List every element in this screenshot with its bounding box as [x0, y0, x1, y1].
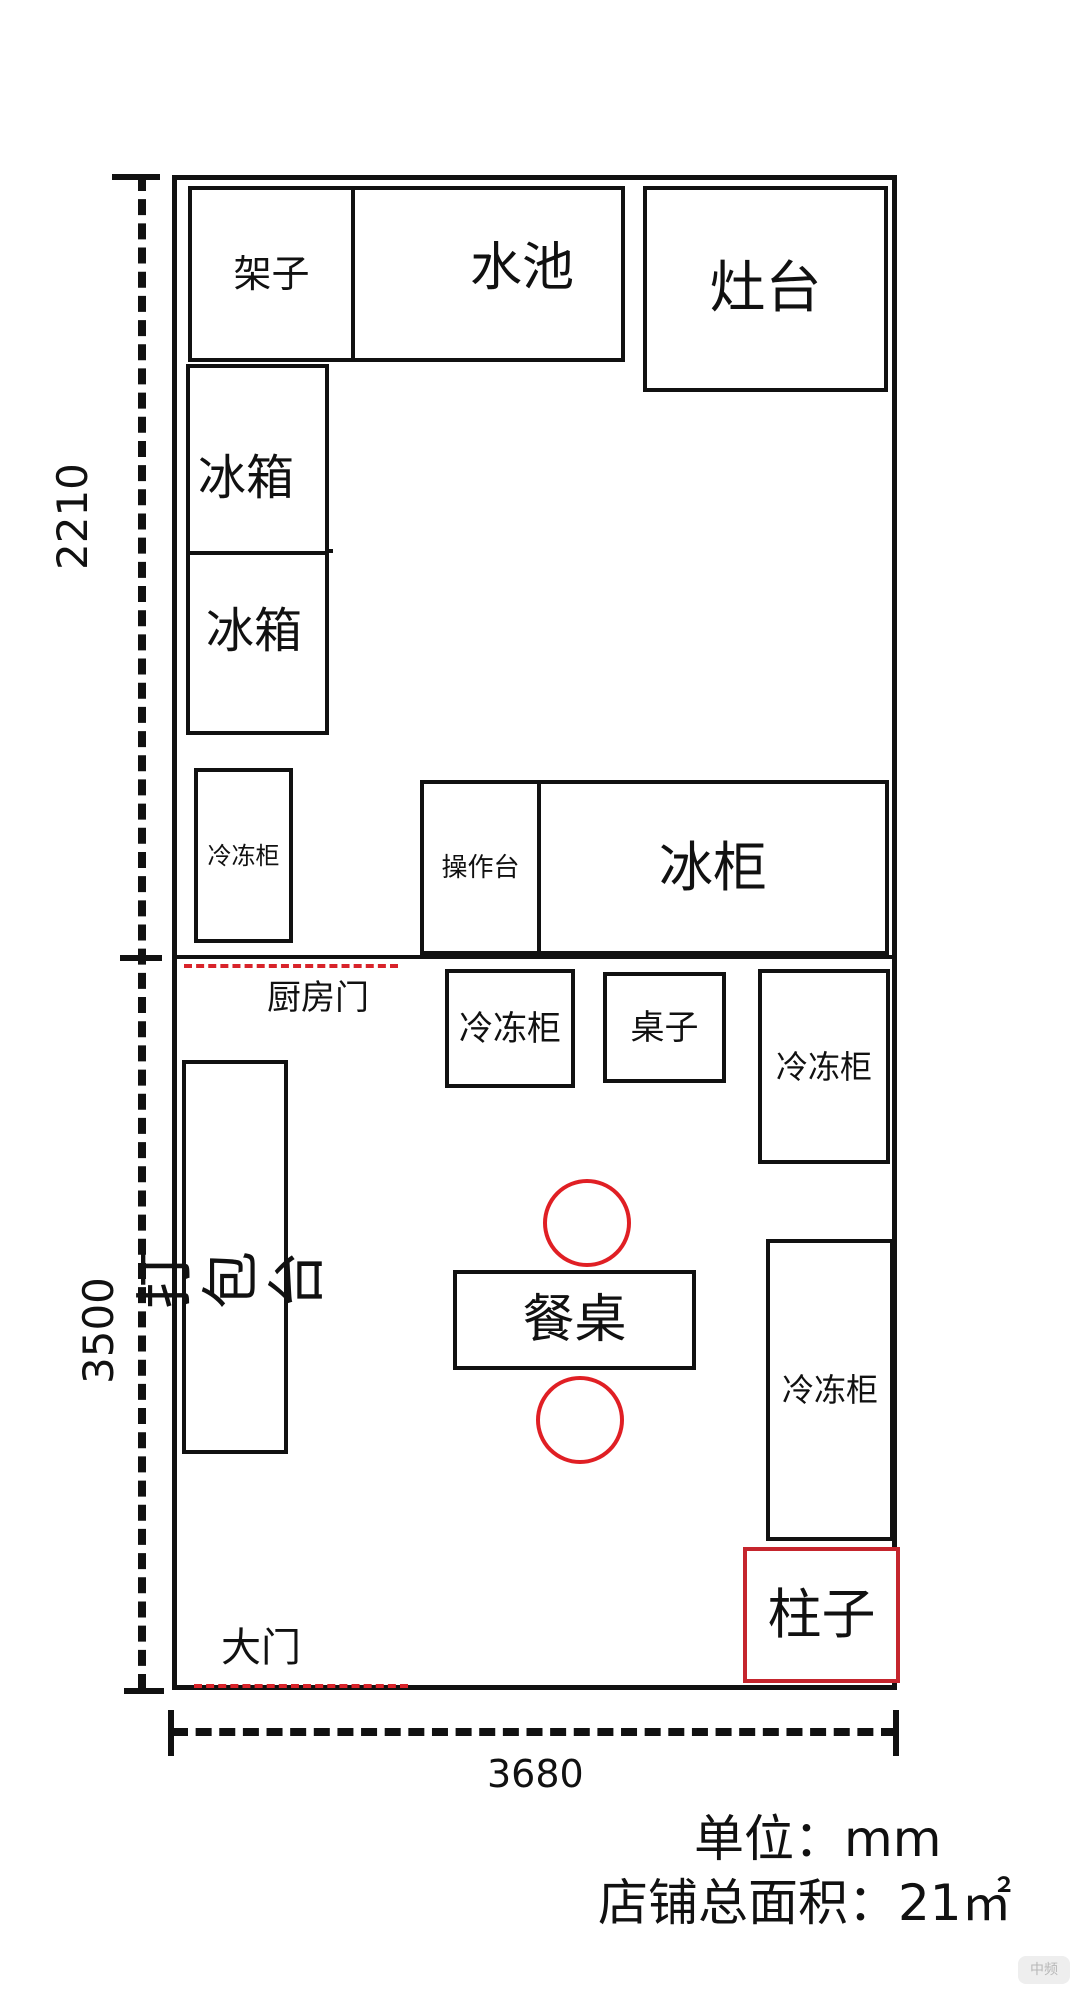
sink-box: 水池: [351, 186, 625, 362]
dining-table-label: 餐桌: [522, 1290, 627, 1350]
room-divider: [172, 955, 897, 959]
watermark-badge: 中频: [1018, 1956, 1070, 1984]
left-dimension-tick-middle: [120, 955, 162, 961]
freezer-box-right-top: 冷冻柜: [758, 969, 890, 1164]
shelf-box: 架子: [188, 186, 355, 362]
area-note: 店铺总面积：21㎡: [598, 1874, 1012, 1932]
workbench-box: 操作台: [420, 780, 541, 955]
bottom-dimension-line: [172, 1728, 897, 1736]
dimension-top-left-label: 2210: [48, 463, 97, 570]
kitchen-door-line: [184, 964, 398, 968]
small-table-box: 桌子: [603, 972, 726, 1083]
dining-stool-bottom: [536, 1376, 624, 1464]
workbench-label: 操作台: [441, 852, 520, 883]
ice-cabinet-label: 冰柜: [659, 835, 767, 899]
fridge-box-top: 冰箱: [186, 364, 329, 553]
kitchen-door-label: 厨房门: [267, 978, 369, 1018]
main-door-label: 大门: [221, 1625, 301, 1671]
fridge-box-bottom: 冰箱: [186, 551, 329, 735]
left-dimension-tick-top: [112, 174, 160, 180]
dimension-bottom-left-label: 3500: [74, 1277, 123, 1384]
packing-station-label: 打包台: [134, 1251, 332, 1319]
freezer-box-left: 冷冻柜: [194, 768, 293, 943]
freezer-label-right-bottom: 冷冻柜: [781, 1371, 878, 1409]
fridge-label-top: 冰箱: [198, 450, 295, 506]
ice-cabinet-box: 冰柜: [537, 780, 889, 955]
freezer-label-left: 冷冻柜: [207, 841, 280, 870]
bottom-dimension-tick-left: [168, 1710, 174, 1756]
sink-label: 水池: [470, 238, 575, 298]
freezer-box-middle: 冷冻柜: [445, 969, 575, 1088]
main-door-line: [194, 1684, 408, 1688]
dimension-bottom-label: 3680: [487, 1752, 584, 1796]
unit-note: 单位：mm: [694, 1810, 942, 1868]
small-table-label: 桌子: [630, 1007, 699, 1048]
stove-box: 灶台: [643, 186, 888, 392]
freezer-label-middle: 冷冻柜: [459, 1008, 561, 1049]
fridge-label-bottom: 冰箱: [206, 603, 303, 659]
dining-table-box: 餐桌: [453, 1270, 696, 1370]
left-dimension-tick-bottom: [124, 1688, 164, 1694]
packing-station-box: 打包台: [134, 1060, 332, 1454]
stove-label: 灶台: [709, 256, 822, 321]
pillar-label: 柱子: [767, 1583, 876, 1646]
freezer-box-right-bottom: 冷冻柜: [766, 1239, 894, 1541]
left-dimension-line: [138, 175, 146, 1690]
dining-stool-top: [543, 1179, 631, 1267]
bottom-dimension-tick-right: [893, 1710, 899, 1756]
fridge-divider-extension: [329, 549, 333, 553]
pillar-box: 柱子: [743, 1547, 900, 1683]
outer-wall: [172, 175, 897, 1690]
shelf-label: 架子: [233, 252, 310, 296]
freezer-label-right-top: 冷冻柜: [775, 1047, 872, 1086]
